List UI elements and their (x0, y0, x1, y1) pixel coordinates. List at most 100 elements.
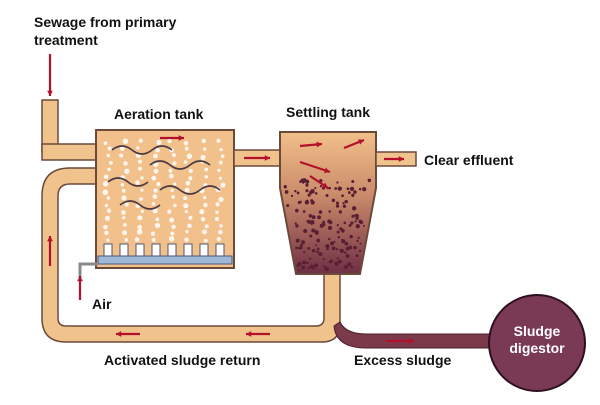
flow-arrow (77, 276, 83, 300)
settling-particle (336, 181, 339, 184)
settling-tank-label: Settling tank (286, 104, 371, 120)
air-bubble (173, 182, 177, 186)
settling-particle (295, 224, 299, 228)
settling-particle (339, 227, 343, 231)
settling-particle (362, 224, 365, 227)
settling-particle (302, 210, 306, 213)
settling-particle (335, 204, 340, 208)
settling-particle (346, 187, 350, 191)
flow-arrow-head (246, 331, 252, 337)
air-bubble (170, 231, 175, 236)
diffuser-nozzle (103, 243, 113, 257)
settling-particle (314, 244, 317, 247)
air-bubble (204, 167, 209, 172)
flow-arrow-head (358, 139, 364, 145)
settling-particle (319, 185, 323, 188)
settling-particle (355, 216, 359, 221)
flow-arrow-head (178, 135, 184, 141)
air-bubble (102, 189, 109, 196)
air-bubble (137, 159, 142, 164)
settling-particle (337, 186, 342, 191)
settling-particle (326, 247, 329, 251)
flow-arrow (116, 331, 140, 337)
settling-particle (307, 193, 311, 197)
flow-arrow (244, 155, 270, 161)
settling-particle (297, 261, 302, 266)
air-bubble (104, 215, 111, 221)
clear-effluent-label: Clear effluent (424, 152, 514, 168)
settling-particle (316, 247, 320, 251)
sewage-label-line1: Sewage from primary (34, 14, 177, 30)
settling-particle (310, 200, 315, 205)
air-bubble (215, 210, 219, 215)
air-bubble (106, 238, 110, 242)
settling-particle (353, 190, 357, 194)
settling-particle (297, 200, 301, 205)
flow-arrow (160, 135, 184, 141)
settling-particle (311, 248, 316, 253)
settling-particle (331, 246, 336, 251)
settling-particle (328, 220, 333, 225)
settling-particle (318, 252, 323, 257)
air-bubble (123, 161, 128, 166)
air-bubble (124, 238, 129, 242)
diffuser-nozzles (103, 243, 225, 257)
air-bubble (185, 229, 189, 234)
settling-particle (311, 215, 316, 220)
settling-particle (284, 190, 289, 194)
air-bubble (168, 173, 174, 179)
diffuser-nozzle (167, 243, 177, 257)
settling-particle (317, 215, 322, 220)
air-bubble (203, 147, 207, 151)
settling-particle (343, 264, 349, 270)
settling-particle (338, 210, 343, 214)
air-bubble (153, 168, 159, 174)
settling-particle (324, 266, 329, 272)
settling-particle (333, 240, 336, 243)
flow-arrow-head (398, 156, 404, 162)
air-bubble (171, 153, 176, 158)
air-bubble (156, 139, 162, 146)
air-diffuser (97, 255, 233, 265)
mixing-swirls (107, 145, 221, 210)
air-bubble (187, 223, 192, 229)
settling-particle (337, 259, 342, 264)
settling-particle (307, 247, 311, 250)
settling-particle (310, 222, 313, 225)
settling-particle (355, 224, 360, 229)
air-bubble (215, 202, 220, 207)
digestor-label-line1: Sludge (513, 323, 561, 339)
air-bubble (140, 176, 144, 180)
air-bubble (103, 141, 108, 146)
settling-particle (327, 225, 333, 231)
air-bubble (171, 224, 176, 230)
settling-particle (295, 246, 298, 250)
diffuser-nozzle (151, 243, 161, 257)
air-bubble (104, 230, 109, 236)
air-bubble (183, 203, 189, 209)
air-bubble (106, 153, 111, 158)
settling-particle (314, 263, 319, 268)
air-bubble (124, 202, 129, 207)
air-bubble (154, 222, 161, 229)
diffuser-nozzle (135, 243, 145, 257)
settling-particle (356, 239, 359, 243)
settling-particle (344, 241, 349, 246)
air-bubble (151, 175, 157, 181)
flow-arrow-head (77, 276, 83, 282)
settling-particle (318, 210, 323, 214)
air-bubble (188, 168, 193, 174)
air-bubble (183, 140, 189, 146)
settling-particle (336, 230, 340, 234)
settling-particle (305, 179, 310, 184)
flow-arrow (299, 141, 323, 148)
settling-particle (301, 181, 305, 184)
settling-particle (286, 204, 290, 208)
settling-particle (351, 206, 357, 211)
settling-particle (350, 265, 353, 269)
diffuser-nozzle (199, 243, 209, 257)
air-bubble (216, 138, 221, 143)
settling-particle (345, 246, 350, 251)
settling-particle (341, 239, 346, 244)
